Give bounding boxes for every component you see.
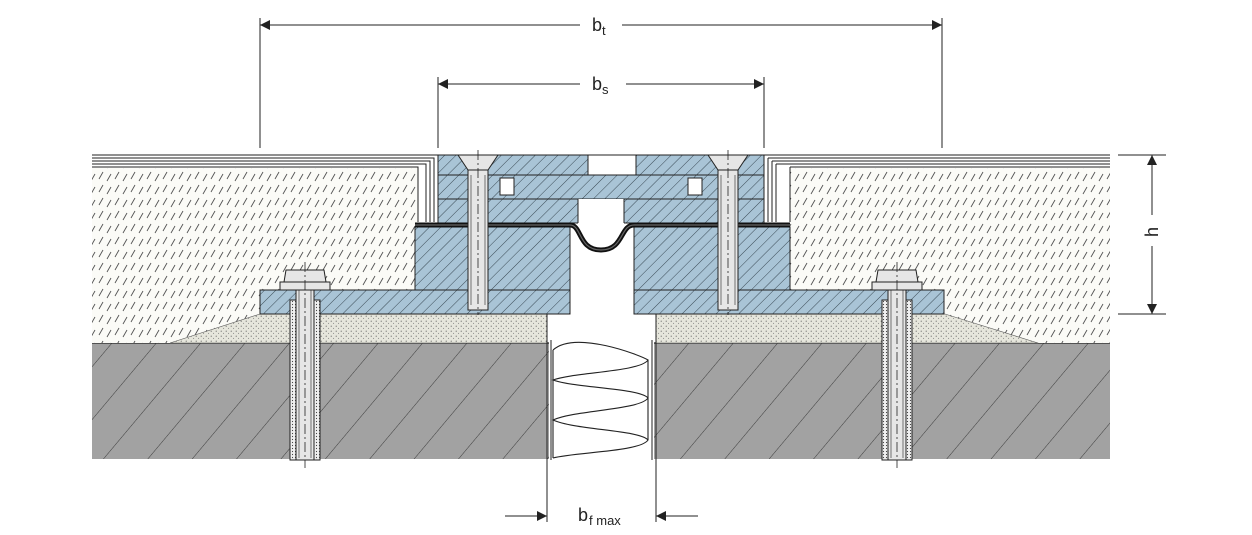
bt-sub: t [602,23,606,38]
dimension-max-gap [505,460,698,522]
dimension-label-h: h [1142,227,1162,237]
anchor-bolt-left [279,262,331,468]
bedding-mortar [169,313,1039,344]
countersunk-screws [457,150,749,315]
bs-sub: s [602,82,609,97]
floor-screed [92,168,1110,343]
floor-finish-left [92,154,438,222]
dimension-height [1118,154,1166,315]
base-plates [259,289,945,315]
bfmax-sub: f max [589,513,621,528]
upper-cover-profiles [437,154,765,227]
floor-finish-right [764,154,1110,222]
serpentine-foam-filler [551,341,649,459]
anchor-bolt-right [871,262,923,468]
bfmax-main: b [578,505,588,525]
bs-main: b [592,74,602,94]
dimension-label-bs: bs [592,74,609,97]
dimension-label-bfmax: bf max [578,505,621,528]
joint-gap [546,314,657,460]
bt-main: b [592,15,602,35]
lower-steel-blocks [414,226,791,291]
rubber-membrane [415,222,790,253]
dimension-label-bt: bt [592,15,606,38]
dimension-total-width [259,18,943,148]
dimension-slot-width [437,77,765,148]
